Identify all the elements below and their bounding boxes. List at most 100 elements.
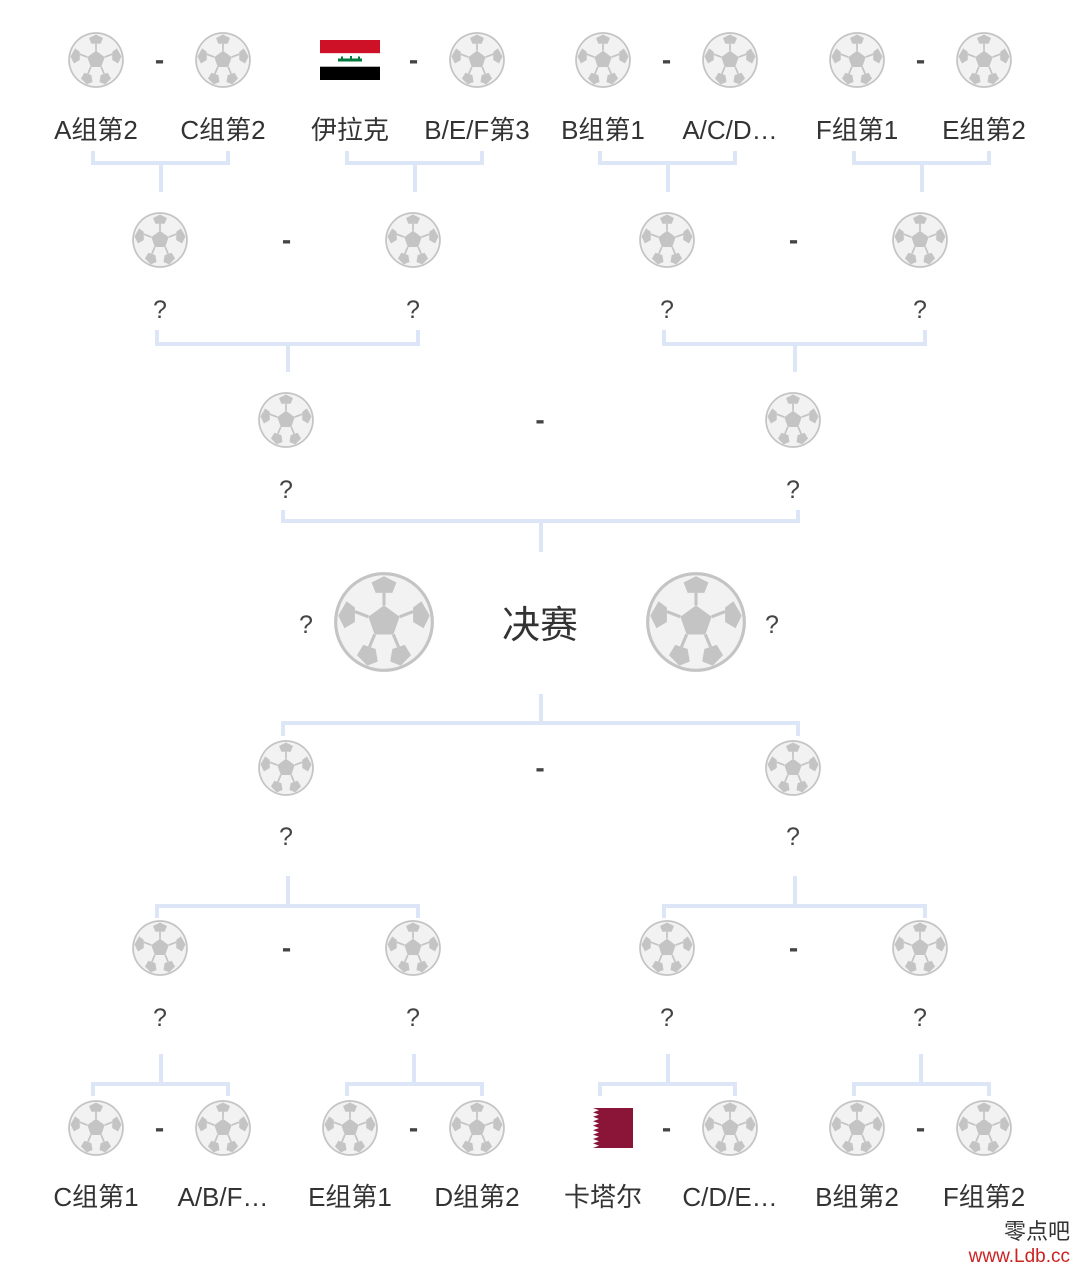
soccer-ball-icon — [448, 1099, 506, 1157]
bracket-connector — [852, 1082, 991, 1086]
soccer-ball-icon — [955, 31, 1013, 89]
vs-separator: - — [915, 1112, 926, 1143]
bracket-connector — [412, 1054, 416, 1084]
bracket-connector — [796, 510, 800, 521]
team-label: B/E/F第3 — [424, 115, 530, 145]
soccer-ball-icon — [448, 31, 506, 89]
team-label: B组第2 — [815, 1182, 899, 1212]
bracket-connector — [155, 904, 420, 908]
bracket-connector — [91, 1082, 230, 1086]
bracket-connector — [345, 151, 349, 163]
placeholder-team-label: ? — [406, 296, 420, 324]
bracket-connector — [91, 1084, 95, 1096]
vs-separator: - — [281, 224, 292, 255]
bracket-connector — [155, 330, 159, 344]
soccer-ball-icon — [131, 919, 189, 977]
bracket-connector — [91, 151, 95, 163]
bracket-connector — [923, 330, 927, 344]
placeholder-team-label: ? — [660, 1004, 674, 1032]
bracket-connector — [345, 1082, 484, 1086]
bracket-connector — [412, 163, 417, 192]
placeholder-team-label: ? — [153, 1004, 167, 1032]
soccer-ball-icon — [574, 31, 632, 89]
bracket-connector — [662, 904, 927, 908]
bracket-connector — [792, 344, 797, 372]
team-label: F组第1 — [815, 115, 899, 145]
soccer-ball-icon — [194, 31, 252, 89]
team-label: A/C/D… — [682, 115, 778, 145]
bracket-connector — [285, 344, 290, 372]
qatar-flag-icon — [573, 1108, 633, 1148]
soccer-ball-icon — [764, 391, 822, 449]
soccer-ball-icon — [828, 31, 886, 89]
vs-separator: - — [535, 404, 545, 435]
bracket-connector — [281, 723, 285, 736]
bracket-connector — [539, 694, 543, 723]
team-label: F组第2 — [942, 1182, 1026, 1212]
soccer-ball-icon — [131, 211, 189, 269]
bracket-connector — [662, 330, 666, 344]
bracket-connector — [226, 151, 230, 163]
bracket-connector — [987, 1084, 991, 1096]
team-label: E组第1 — [308, 1182, 392, 1212]
watermark: 零点吧 www.Ldb.cc — [969, 1220, 1070, 1268]
team-label: C组第2 — [180, 115, 266, 145]
bracket-connector — [792, 876, 797, 906]
soccer-ball-icon — [67, 1099, 125, 1157]
soccer-ball-icon — [955, 1099, 1013, 1157]
bracket-connector — [852, 1084, 856, 1096]
team-label: E组第2 — [942, 115, 1026, 145]
placeholder-team-label: ? — [279, 823, 293, 851]
watermark-name: 零点吧 — [1003, 1220, 1070, 1245]
vs-separator: - — [281, 932, 292, 963]
placeholder-team-label: ? — [786, 823, 800, 851]
placeholder-team-label: ? — [913, 296, 927, 324]
vs-separator: - — [408, 1112, 419, 1143]
bracket-connector — [281, 721, 800, 725]
bracket-connector — [923, 906, 927, 918]
bracket-connector — [416, 330, 420, 344]
bracket-connector — [598, 1082, 737, 1086]
bracket-connector — [598, 151, 602, 163]
team-label: A/B/F… — [177, 1182, 269, 1212]
bracket-connector — [226, 1084, 230, 1096]
final-team-right: ? — [765, 611, 779, 639]
final-team-left: ? — [299, 611, 313, 639]
vs-separator: - — [788, 224, 799, 255]
soccer-ball-icon — [384, 211, 442, 269]
bracket-connector — [665, 163, 670, 192]
soccer-ball-icon — [332, 570, 436, 674]
vs-separator: - — [408, 44, 419, 75]
bracket-connector — [480, 1084, 484, 1096]
placeholder-team-label: ? — [913, 1004, 927, 1032]
bracket-connector — [155, 906, 159, 918]
team-label: A组第2 — [54, 115, 138, 145]
bracket-connector — [480, 151, 484, 163]
placeholder-team-label: ? — [660, 296, 674, 324]
vs-separator: - — [154, 44, 165, 75]
bracket-connector — [416, 906, 420, 918]
vs-separator: - — [661, 1112, 672, 1143]
bracket-connector — [919, 1054, 923, 1084]
soccer-ball-icon — [194, 1099, 252, 1157]
placeholder-team-label: ? — [279, 476, 293, 504]
bracket-connector — [733, 1084, 737, 1096]
placeholder-team-label: ? — [153, 296, 167, 324]
soccer-ball-icon — [384, 919, 442, 977]
soccer-ball-icon — [701, 1099, 759, 1157]
placeholder-team-label: ? — [406, 1004, 420, 1032]
team-label: 卡塔尔 — [563, 1182, 642, 1212]
watermark-url: www.Ldb.cc — [968, 1246, 1070, 1267]
soccer-ball-icon — [891, 211, 949, 269]
placeholder-team-label: ? — [786, 476, 800, 504]
bracket-connector — [285, 876, 290, 906]
bracket-connector — [159, 1054, 163, 1084]
bracket-connector — [733, 151, 737, 163]
final-title: 决赛 — [501, 605, 578, 647]
bracket-connector — [662, 906, 666, 918]
team-label: D组第2 — [434, 1182, 520, 1212]
soccer-ball-icon — [891, 919, 949, 977]
bracket-connector — [598, 1084, 602, 1096]
soccer-ball-icon — [67, 31, 125, 89]
